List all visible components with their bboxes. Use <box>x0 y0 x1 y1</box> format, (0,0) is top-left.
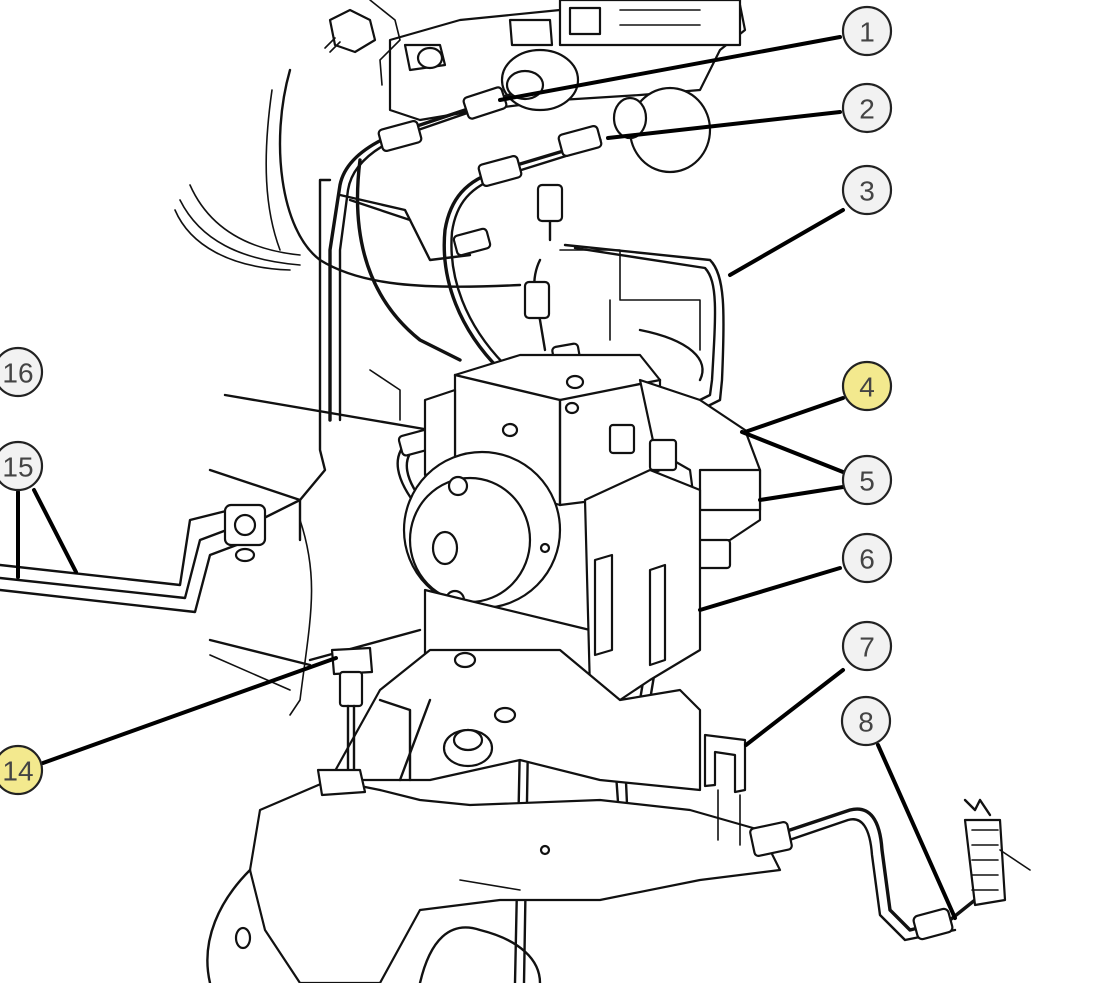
leader-15b <box>32 488 78 574</box>
background-structure <box>174 68 704 716</box>
leader-5b <box>758 485 845 502</box>
callout-1: 1 <box>841 5 893 57</box>
callout-circle <box>840 695 892 747</box>
callout-circle <box>841 82 893 134</box>
callout-circle <box>841 620 893 672</box>
leader-3 <box>728 208 845 277</box>
leader-lines <box>16 35 957 920</box>
callout-2: 2 <box>841 82 893 134</box>
leader-2 <box>606 110 842 140</box>
leader-8 <box>876 743 957 920</box>
callout-number: 15 <box>2 452 33 483</box>
callout-number: 1 <box>859 17 875 48</box>
callout-group: 1 2 3 4 5 6 7 8 14 15 16 <box>0 5 893 796</box>
callout-3: 3 <box>841 164 893 216</box>
callout-4: 4 <box>841 360 893 412</box>
master-cylinder <box>324 0 747 174</box>
leader-5a <box>740 430 845 474</box>
callout-number: 8 <box>858 707 874 738</box>
callout-number: 4 <box>859 372 875 403</box>
callout-14: 14 <box>0 744 44 796</box>
callout-circle <box>841 164 893 216</box>
callout-circle <box>0 440 44 492</box>
callout-circle <box>841 360 893 412</box>
callout-circle <box>841 532 893 584</box>
callout-15: 15 <box>0 440 44 492</box>
lower-frame <box>206 778 782 983</box>
callout-circle <box>841 5 893 57</box>
callout-circle <box>0 346 44 398</box>
callout-16: 16 <box>0 346 44 398</box>
speed-sensor <box>316 646 374 797</box>
callout-number: 7 <box>859 632 875 663</box>
callout-number: 5 <box>859 466 875 497</box>
callout-number: 2 <box>859 94 875 125</box>
brake-hose <box>749 798 1031 942</box>
retaining-clip <box>703 733 747 846</box>
callout-number: 16 <box>2 358 33 389</box>
leader-14 <box>41 656 338 765</box>
callout-8: 8 <box>840 695 892 747</box>
leader-6 <box>698 566 842 612</box>
control-module <box>608 378 762 570</box>
callout-6: 6 <box>841 532 893 584</box>
callout-circle <box>841 454 893 506</box>
callout-circle <box>0 744 44 796</box>
mounting-bracket <box>328 468 702 792</box>
callout-number: 6 <box>859 544 875 575</box>
callout-5: 5 <box>841 454 893 506</box>
callout-number: 3 <box>859 176 875 207</box>
leader-4 <box>743 396 845 434</box>
leader-7 <box>744 668 845 747</box>
callout-number: 14 <box>2 756 33 787</box>
leader-1 <box>498 35 842 102</box>
callout-7: 7 <box>841 620 893 672</box>
